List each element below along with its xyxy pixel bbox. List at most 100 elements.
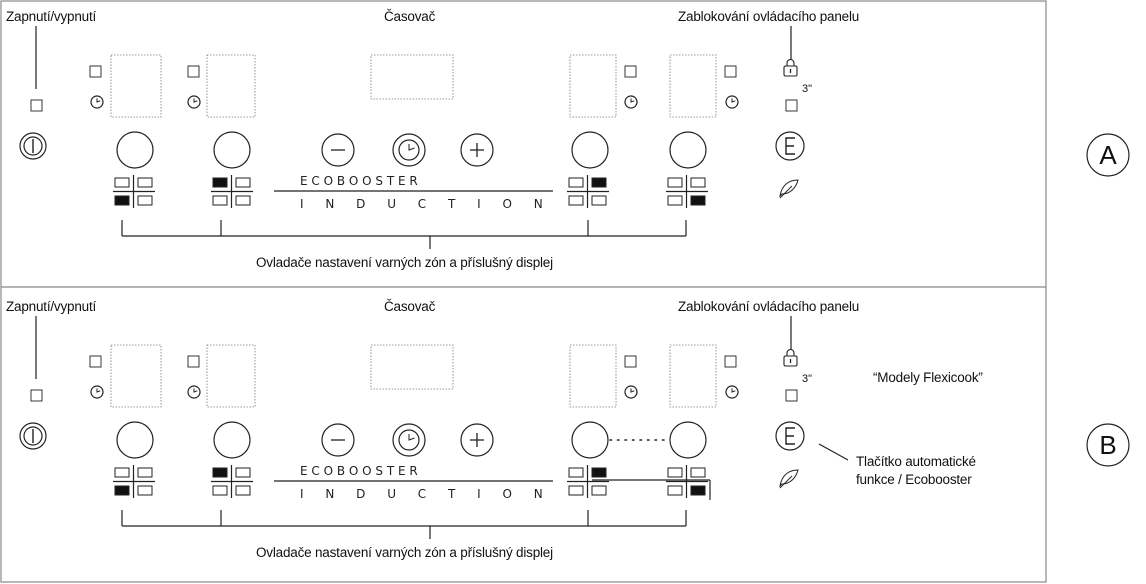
power-led [30, 389, 43, 402]
zone-indicator-segment [591, 467, 607, 478]
zone-timer-led [724, 65, 737, 78]
zone-indicator-segment [137, 177, 153, 188]
panel-marker-letter: B [1099, 430, 1116, 460]
zone-indicator-segment [591, 177, 607, 188]
zone-indicator-segment [212, 177, 228, 188]
zone-knob [571, 131, 609, 169]
zone-display [206, 344, 256, 408]
zone-display [669, 344, 717, 408]
zone-indicator-segment [212, 467, 228, 478]
clock-icon [187, 385, 201, 399]
lock-icon [783, 65, 798, 77]
timer-display [370, 344, 454, 390]
zone-indicator-segment [667, 195, 683, 206]
timer-button [392, 133, 426, 167]
leaf-vein [779, 475, 793, 489]
zone-display [110, 344, 162, 408]
zone-indicator-segment [568, 195, 584, 206]
zones-label: Ovladače nastavení varných zón a přísluš… [256, 545, 553, 560]
zone-knob [571, 421, 609, 459]
power-led [30, 99, 43, 112]
lock-label: Zablokování ovládacího panelu [678, 299, 859, 314]
zone-indicator-segment [591, 485, 607, 496]
lock-icon [783, 355, 798, 367]
zone-indicator-segment [568, 485, 584, 496]
zone-timer-led [724, 355, 737, 368]
zone-indicator-segment [235, 195, 251, 206]
auto-e-symbol [785, 137, 795, 155]
leaf-vein [779, 185, 793, 199]
auto-button [775, 421, 805, 451]
plus-button [460, 133, 494, 167]
zone-timer-led [187, 355, 200, 368]
zone-knob [116, 131, 154, 169]
diagram-frame [0, 0, 1047, 583]
clock-icon [725, 385, 739, 399]
clock-icon [624, 385, 638, 399]
lock-label: Zablokování ovládacího panelu [678, 9, 859, 24]
auto-e-symbol [785, 427, 795, 445]
clock-icon [624, 95, 638, 109]
brand-top: E C O B O O S T E R [300, 174, 418, 188]
timer-button [392, 423, 426, 457]
clock-hand [96, 388, 101, 393]
leaf-icon [779, 179, 799, 198]
timer-display [370, 54, 454, 100]
lock-time: 3" [802, 373, 812, 385]
clock-hand [630, 98, 635, 103]
clock-hand [731, 98, 736, 103]
panel-marker [1086, 423, 1130, 467]
lock-time: 3" [802, 83, 812, 95]
clock-icon [187, 95, 201, 109]
clock-hand [193, 388, 198, 393]
zone-display [669, 54, 717, 118]
zone-knob [116, 421, 154, 459]
panel-marker-letter: A [1099, 140, 1117, 170]
leaf-icon [779, 469, 799, 488]
panel-marker [1086, 133, 1130, 177]
timer-label: Časovač [384, 299, 436, 314]
zones-label: Ovladače nastavení varných zón a přísluš… [256, 255, 553, 270]
zone-indicator-segment [137, 467, 153, 478]
auto-button [775, 131, 805, 161]
lock-shackle [786, 58, 795, 66]
power-button-inner [23, 426, 43, 446]
model-note: “Modely Flexicook” [873, 370, 983, 385]
clock-icon [90, 385, 104, 399]
clock-icon [90, 95, 104, 109]
minus-button [321, 423, 355, 457]
zone-display [569, 54, 617, 118]
clock-icon [725, 95, 739, 109]
zone-indicator-segment [114, 485, 130, 496]
zone-knob [669, 421, 707, 459]
auto-label-1: Tlačítko automatické [856, 454, 976, 469]
zone-indicator-segment [212, 485, 228, 496]
clock-hand [193, 98, 198, 103]
clock-hand [630, 388, 635, 393]
timer-label: Časovač [384, 9, 436, 24]
zone-timer-led [624, 65, 637, 78]
power-label: Zapnutí/vypnutí [6, 9, 97, 24]
zone-indicator-segment [235, 177, 251, 188]
zone-indicator-segment [690, 177, 706, 188]
zone-timer-led [89, 355, 102, 368]
clock-hand [96, 98, 101, 103]
power-label: Zapnutí/vypnutí [6, 299, 97, 314]
zone-indicator-segment [667, 177, 683, 188]
power-button-inner [23, 136, 43, 156]
auto-leader-line [818, 443, 849, 461]
zone-indicator-segment [212, 195, 228, 206]
zone-indicator-segment [690, 485, 706, 496]
zone-indicator-segment [235, 467, 251, 478]
zone-indicator-segment [568, 177, 584, 188]
power-button [19, 422, 47, 450]
zone-knob [669, 131, 707, 169]
panel-a: Zapnutí/vypnutí Časovač Zablokování ovláda… [6, 9, 1130, 270]
clock-hand [408, 144, 415, 151]
zone-indicator-segment [568, 467, 584, 478]
clock-hand [408, 434, 415, 441]
plus-button [460, 423, 494, 457]
zone-indicator-segment [114, 177, 130, 188]
zone-indicator-segment [690, 467, 706, 478]
clock-hand [731, 388, 736, 393]
